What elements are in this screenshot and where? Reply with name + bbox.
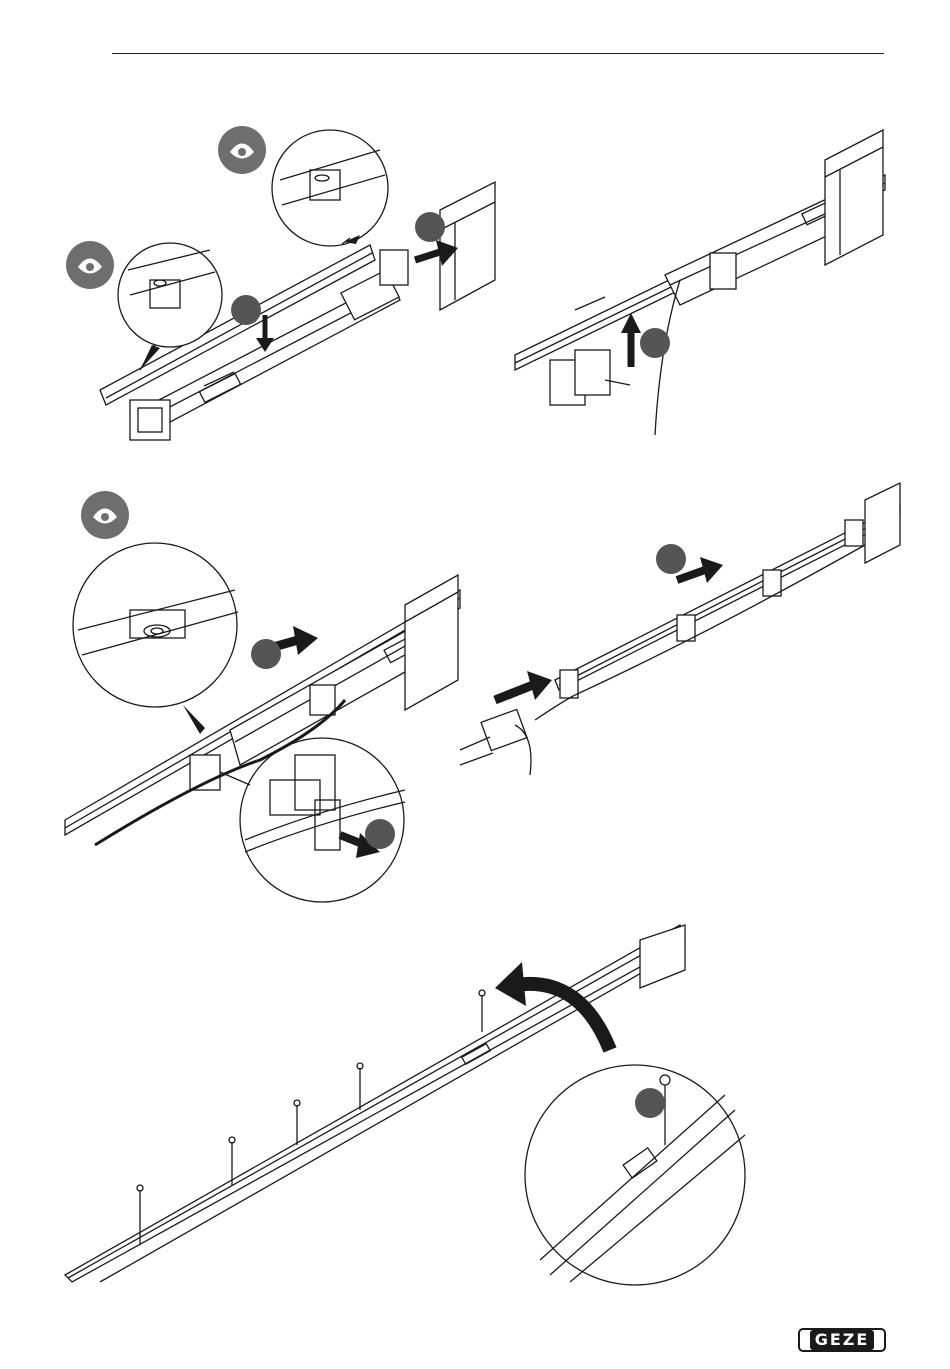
callout-marker	[365, 819, 395, 849]
callout-marker	[251, 639, 281, 669]
figure-step-c	[60, 490, 470, 905]
logo-text: GEZE	[810, 1330, 875, 1350]
geze-logo: GEZE	[798, 1328, 886, 1352]
eye-icon	[66, 241, 114, 289]
figure-step-b	[505, 115, 890, 435]
callout-marker	[640, 328, 670, 358]
figure-step-a	[60, 120, 510, 450]
figure-step-e	[60, 920, 760, 1290]
header-rule	[112, 53, 884, 54]
eye-icon	[81, 491, 129, 539]
eye-icon	[218, 126, 266, 174]
callout-marker	[656, 544, 686, 574]
figure-step-d	[455, 475, 905, 780]
callout-marker	[415, 212, 445, 242]
callout-marker	[231, 295, 261, 325]
callout-marker	[635, 1088, 665, 1118]
